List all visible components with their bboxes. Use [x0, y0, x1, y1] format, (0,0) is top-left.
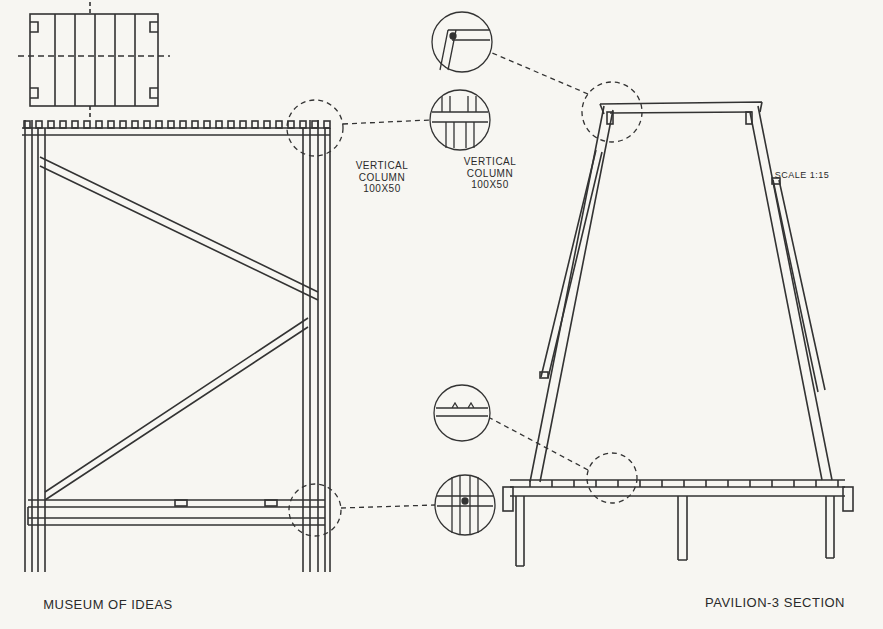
leader-line	[341, 505, 435, 508]
roof-batten	[240, 121, 246, 128]
callout-circle	[289, 484, 341, 536]
roof-batten	[96, 121, 102, 128]
roof-batten	[264, 121, 270, 128]
vertical-column	[25, 120, 45, 572]
roof-batten	[72, 121, 78, 128]
roof-batten	[300, 121, 306, 128]
roof-batten	[288, 121, 294, 128]
drawing-label: PAVILION-3 SECTION	[690, 596, 860, 611]
detail-joint	[432, 96, 488, 148]
section	[503, 102, 853, 566]
drawing-label: VERTICAL COLUMN 100X50	[340, 160, 424, 195]
detail-circle	[434, 385, 490, 441]
side-panel	[541, 150, 602, 378]
floor-plank	[727, 480, 729, 487]
roof-batten	[192, 121, 198, 128]
roof-batten	[216, 121, 222, 128]
floor-plank	[683, 480, 685, 487]
diagonal-brace	[40, 157, 318, 300]
drawing-label: SCALE 1:15	[772, 170, 832, 180]
roof-batten	[120, 121, 126, 128]
plate	[175, 500, 187, 506]
frame-leg	[530, 106, 613, 482]
roof-batten	[156, 121, 162, 128]
roof-batten	[144, 121, 150, 128]
plan-inset	[30, 14, 158, 106]
callout-circle	[287, 100, 343, 156]
floor-plank	[815, 480, 817, 487]
detail-joint	[437, 476, 493, 534]
detail-circle	[435, 475, 495, 535]
floor-plank	[793, 480, 795, 487]
drawing-label: VERTICAL COLUMN 100X50	[448, 156, 532, 191]
leader-line	[343, 120, 430, 124]
diagonal-brace	[45, 318, 308, 500]
floor-plank	[529, 480, 531, 487]
floor-plank	[617, 480, 619, 487]
roof-batten	[60, 121, 66, 128]
plan-ends	[30, 22, 158, 98]
platform-leg	[516, 496, 834, 566]
floor-plank	[837, 480, 839, 487]
side-panel	[773, 180, 825, 392]
roof-batten	[180, 121, 186, 128]
roof-batten	[204, 121, 210, 128]
roof-batten	[252, 121, 258, 128]
cleat	[746, 112, 752, 124]
roof-batten	[312, 121, 318, 128]
top-beam	[22, 128, 330, 135]
floor-plank	[639, 480, 641, 487]
floor-plank	[771, 480, 773, 487]
floor-plank	[551, 480, 553, 487]
detail-joint	[440, 30, 490, 70]
vertical-column	[303, 120, 330, 572]
leader-line	[490, 52, 588, 94]
floor-planks	[530, 480, 838, 487]
roof-batten	[228, 121, 234, 128]
beam-end	[27, 507, 29, 525]
end-block	[503, 487, 513, 511]
floor-plank	[705, 480, 707, 487]
ridge-beam	[600, 102, 762, 114]
callouts	[287, 12, 642, 536]
section-line	[89, 2, 91, 118]
floor-plank	[661, 480, 663, 487]
leg-foot	[516, 558, 834, 566]
detail-floor	[436, 403, 488, 416]
floor-platform	[510, 480, 845, 496]
roof-batten	[276, 121, 282, 128]
frame-leg	[750, 106, 832, 480]
roof-batten	[324, 121, 330, 128]
roof-batten	[24, 121, 30, 128]
end-block	[843, 487, 853, 511]
bottom-beam	[28, 500, 325, 525]
drawing-label: MUSEUM OF IDEAS	[28, 598, 188, 613]
elevation	[18, 2, 330, 572]
cleat	[607, 112, 613, 124]
section-line	[18, 55, 170, 57]
leader-line	[490, 418, 588, 470]
roof-batten	[168, 121, 174, 128]
floor-plank	[595, 480, 597, 487]
bolt	[462, 498, 468, 504]
plate	[265, 500, 277, 506]
roof-batten	[48, 121, 54, 128]
callout-circle	[582, 82, 642, 142]
roof-batten	[36, 121, 42, 128]
detail-circle	[430, 90, 490, 150]
roof-batten	[132, 121, 138, 128]
bolt	[450, 33, 456, 39]
callout-circle	[587, 453, 637, 503]
roof-battens	[24, 121, 330, 128]
plan-battens	[55, 14, 135, 106]
roof-batten	[108, 121, 114, 128]
detail-circle	[432, 12, 492, 72]
roof-batten	[84, 121, 90, 128]
floor-plank	[573, 480, 575, 487]
floor-plank	[749, 480, 751, 487]
cleat	[540, 372, 548, 378]
